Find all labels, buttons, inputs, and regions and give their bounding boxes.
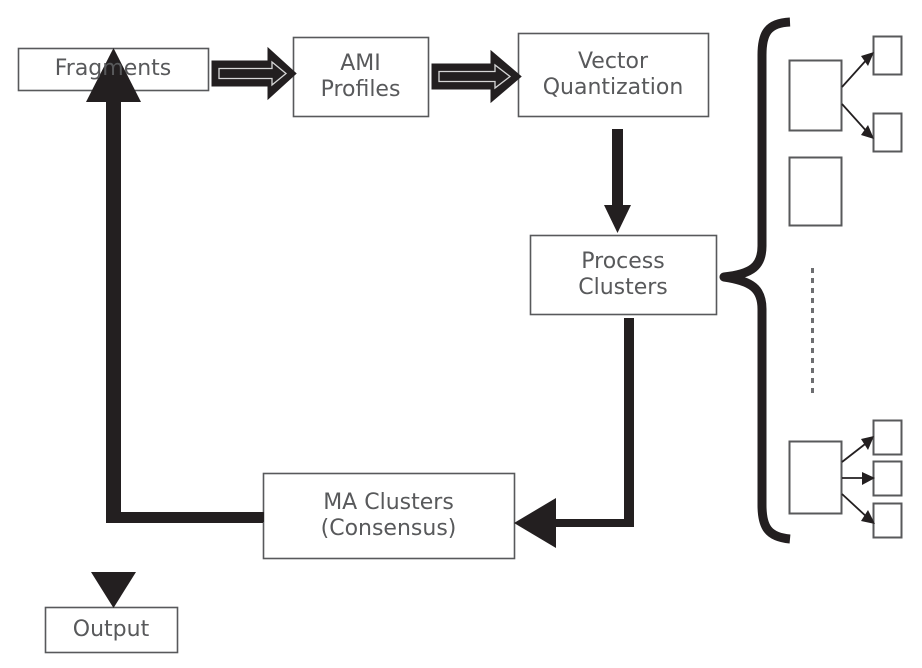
block-arrow-inner-outline: [438, 63, 512, 90]
edge-vector-quantization-to-process-clusters: [604, 129, 631, 233]
cluster-parent-box-1[interactable]: [788, 59, 843, 132]
elbow-shaft: [550, 318, 634, 527]
cluster-connector-arrow-head: [862, 472, 875, 485]
block-arrow-icon: [211, 46, 297, 101]
edge-ma-clusters-to-output: [91, 572, 136, 608]
cluster-connector-line: [841, 493, 870, 520]
cluster-parent-box-3[interactable]: [788, 440, 843, 515]
horizontal-segment: [106, 512, 263, 523]
cluster-parent-box-2[interactable]: [788, 156, 843, 227]
cluster-child-box-3a[interactable]: [872, 419, 903, 456]
cluster-connector-line: [841, 103, 870, 135]
node-box-process-clusters[interactable]: [529, 234, 718, 316]
cluster-connector-arrow-head: [861, 125, 874, 139]
cluster-group-top: [788, 35, 903, 227]
edge-ma-clusters-to-fragments: [86, 48, 264, 523]
node-boxes: [17, 32, 718, 654]
cluster-child-box-1b[interactable]: [872, 112, 903, 153]
cluster-connector-line: [841, 56, 870, 88]
block-arrow-icon: [431, 49, 522, 104]
node-box-vector-quantization[interactable]: [517, 32, 710, 118]
cluster-connector-arrow-head: [861, 52, 874, 66]
edge-process-clusters-to-ma-clusters: [514, 318, 634, 548]
cluster-child-box-1a[interactable]: [872, 35, 903, 76]
arrow-head-down: [91, 572, 136, 608]
cluster-group-bottom: [788, 419, 903, 539]
node-box-output[interactable]: [44, 606, 179, 654]
edge-ami-profiles-to-vector-quantization: [431, 49, 522, 104]
arrow-head: [604, 205, 631, 233]
brace-path: [719, 17, 791, 544]
arrow-head-up: [86, 48, 141, 102]
arrow-head: [514, 498, 556, 548]
cluster-child-box-3c[interactable]: [872, 502, 903, 539]
right-curly-brace: [719, 17, 791, 544]
edge-start-stub: [263, 512, 264, 522]
cluster-connector-arrow-head: [861, 436, 874, 450]
block-arrow-inner-outline: [218, 60, 288, 87]
edge-fragments-to-ami-profiles: [211, 46, 297, 101]
cluster-child-box-3b[interactable]: [872, 460, 903, 497]
node-box-ami-profiles[interactable]: [292, 36, 430, 118]
node-box-ma-clusters[interactable]: [262, 472, 516, 560]
vertical-shaft: [106, 100, 121, 523]
cluster-connector-arrow-head: [861, 510, 875, 524]
arrow-shaft: [612, 129, 623, 209]
